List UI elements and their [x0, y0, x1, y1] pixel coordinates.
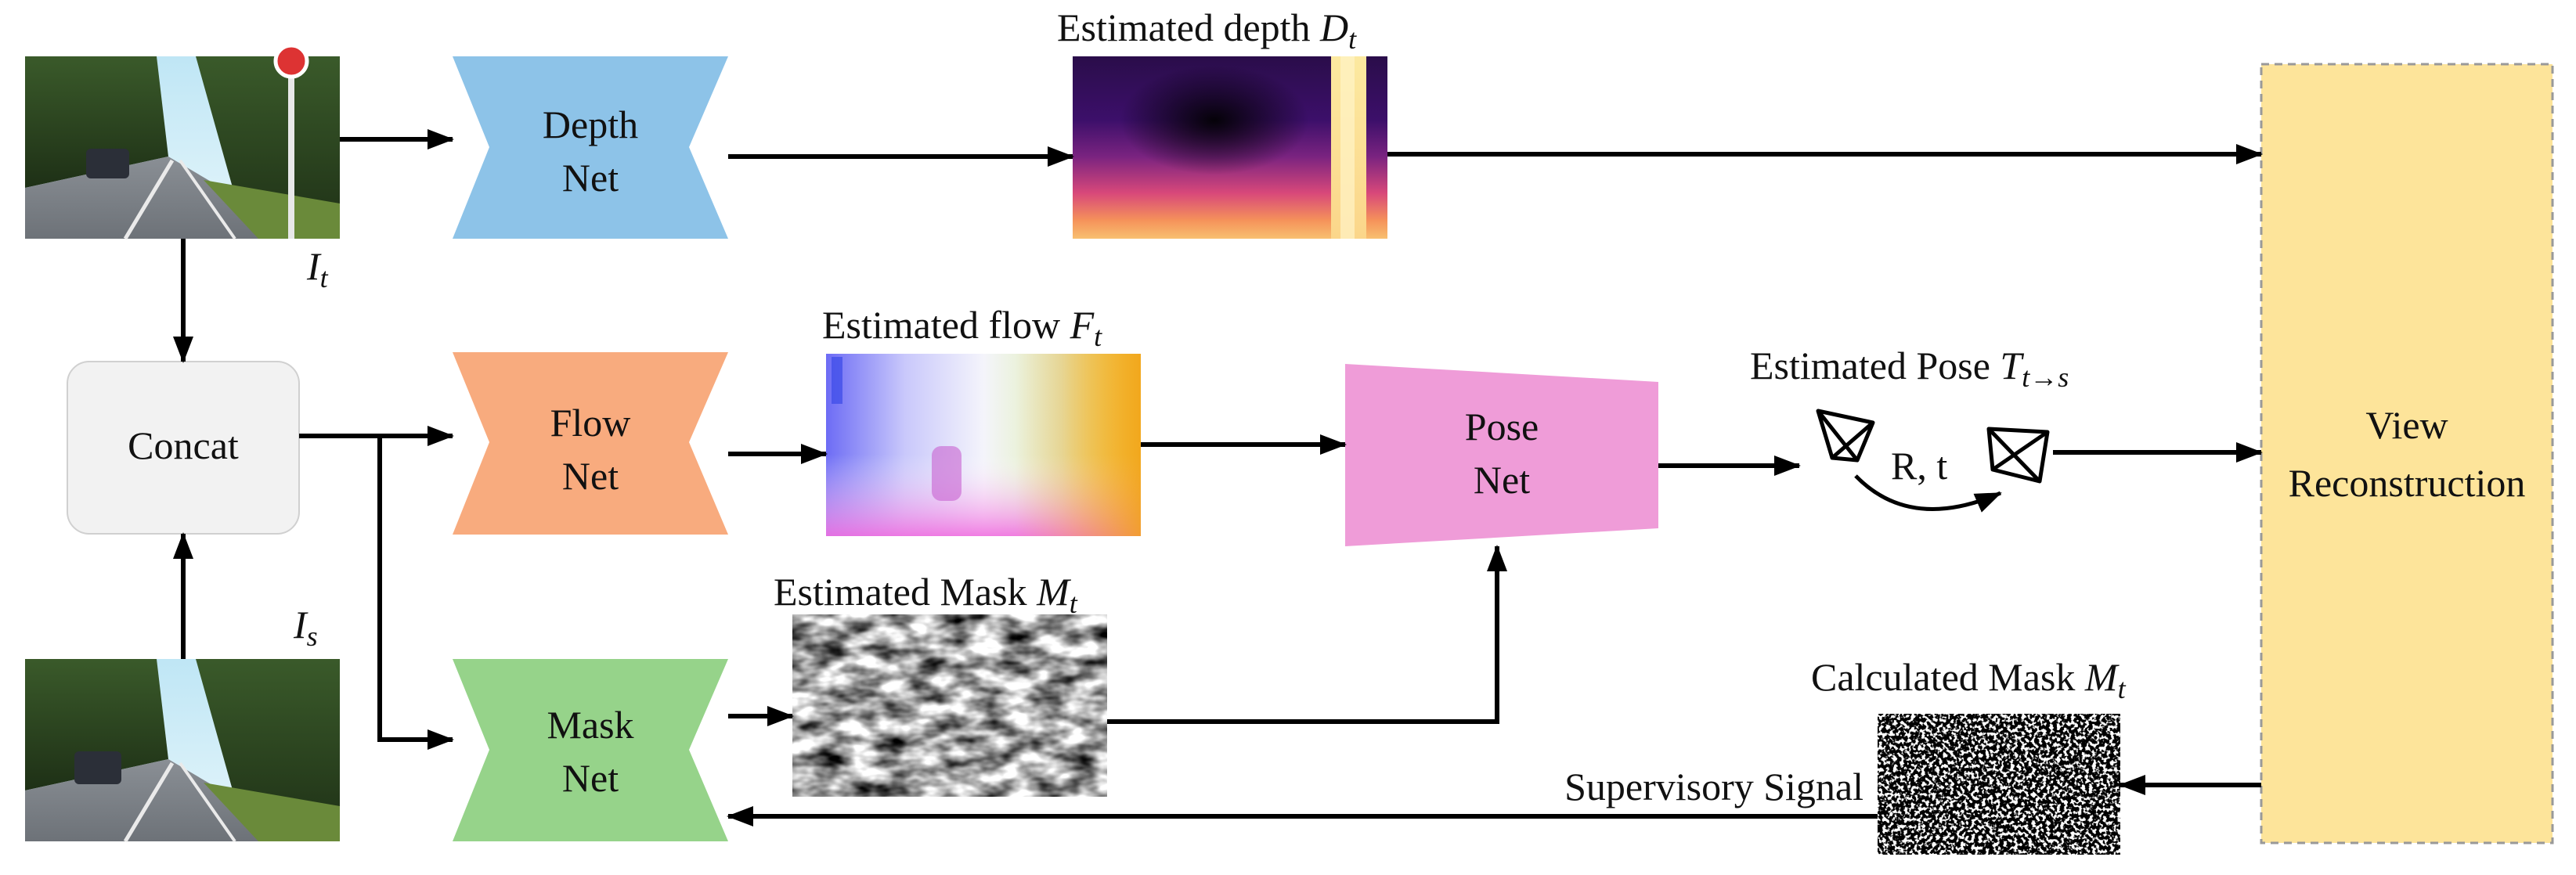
pose-motion-label: R, t — [1891, 444, 1947, 488]
arrow-maskmap-to-posenet — [1107, 545, 1507, 724]
pose-net-block — [1345, 364, 1658, 546]
flow-net-label-line1: Flow — [550, 401, 631, 445]
flow-net-block — [453, 352, 728, 535]
mask-output-caption: Estimated Mask Mt — [774, 570, 1078, 619]
connection-arrows — [173, 129, 2263, 826]
flow-net-label-line2: Net — [562, 454, 619, 498]
source-frame-image — [25, 659, 340, 843]
camera-pose-source-icon — [1816, 409, 1875, 463]
arrow-concat-to-masknet — [377, 436, 454, 750]
mask-net-label-line1: Mask — [547, 703, 633, 747]
flow-map-image — [826, 354, 1141, 536]
depth-map-image — [1073, 56, 1387, 239]
depth-net-label-line2: Net — [562, 156, 619, 200]
depth-output-caption: Estimated depth Dt — [1057, 5, 1357, 55]
depth-net-block — [453, 56, 728, 239]
mask-net-label-line2: Net — [562, 756, 619, 800]
mask-net-block — [453, 659, 728, 841]
estimated-mask-image — [792, 614, 1107, 797]
view-reconstruction-block — [2260, 63, 2554, 844]
view-reconstruction-label-line2: Reconstruction — [2289, 461, 2526, 505]
pose-net-label-line2: Net — [1474, 458, 1530, 502]
camera-pose-target-icon — [1986, 427, 2050, 484]
concat-label: Concat — [128, 423, 239, 467]
target-frame-label: It — [306, 244, 329, 293]
target-frame-image — [25, 43, 340, 240]
source-frame-label: Is — [293, 603, 318, 652]
pose-transform-arrow — [1854, 474, 2002, 513]
view-reconstruction-label-line1: View — [2365, 403, 2448, 447]
pose-net-label-line1: Pose — [1465, 405, 1539, 448]
supervisory-signal-label: Supervisory Signal — [1564, 765, 1863, 808]
flow-output-caption: Estimated flow Ft — [822, 303, 1102, 352]
depth-net-label-line1: Depth — [543, 103, 638, 146]
calculated-mask-image — [1878, 714, 2120, 855]
pose-output-caption: Estimated Pose Tt→s — [1750, 344, 2069, 393]
calculated-mask-caption: Calculated Mask Mt — [1811, 655, 2127, 704]
